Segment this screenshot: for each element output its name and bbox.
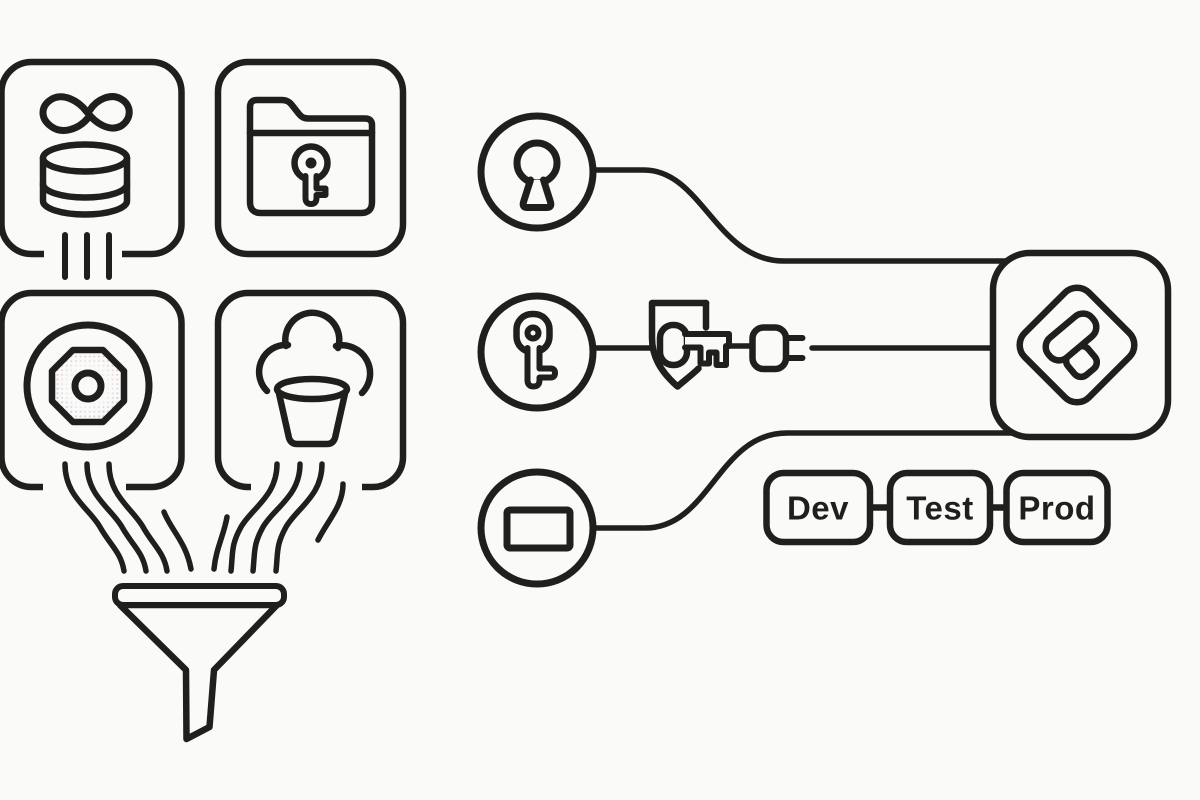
env-box-prod: Prod (1003, 469, 1111, 546)
infinity-icon (39, 93, 133, 134)
card-to-logo-wire (587, 430, 1018, 531)
key-icon (513, 310, 558, 390)
data-pipe-lines (62, 232, 112, 280)
folder-key-icon (246, 96, 376, 217)
source-card-cloud-bucket (214, 289, 407, 494)
keyhole-to-logo-wire (587, 167, 1011, 264)
env-pipeline: Dev Test Prod (763, 469, 1111, 546)
env-box-label: Test (906, 490, 973, 527)
source-card-octagon (0, 289, 185, 494)
connector-wires (587, 167, 1018, 531)
keyhole-icon (513, 139, 561, 211)
cloud-bucket-icon (255, 309, 374, 448)
env-box-label: Prod (1018, 490, 1095, 527)
key-node (477, 292, 597, 412)
logo-card (989, 249, 1172, 441)
funnel-icon (112, 583, 287, 743)
plug-icon (749, 324, 806, 373)
flow-lines (62, 461, 346, 574)
shutter-octagon-icon (23, 321, 153, 451)
env-box-dev: Dev (763, 469, 874, 546)
shield-key-icon (648, 299, 756, 390)
source-card-database (0, 58, 185, 261)
keyhole-node (477, 112, 597, 232)
source-card-folder (214, 58, 407, 258)
diamond-logo-icon (1016, 284, 1138, 406)
env-box-test: Test (886, 469, 994, 546)
card-node (477, 468, 597, 588)
card-icon (503, 506, 574, 552)
database-cylinder-icon (39, 141, 131, 218)
env-box-label: Dev (787, 490, 849, 527)
